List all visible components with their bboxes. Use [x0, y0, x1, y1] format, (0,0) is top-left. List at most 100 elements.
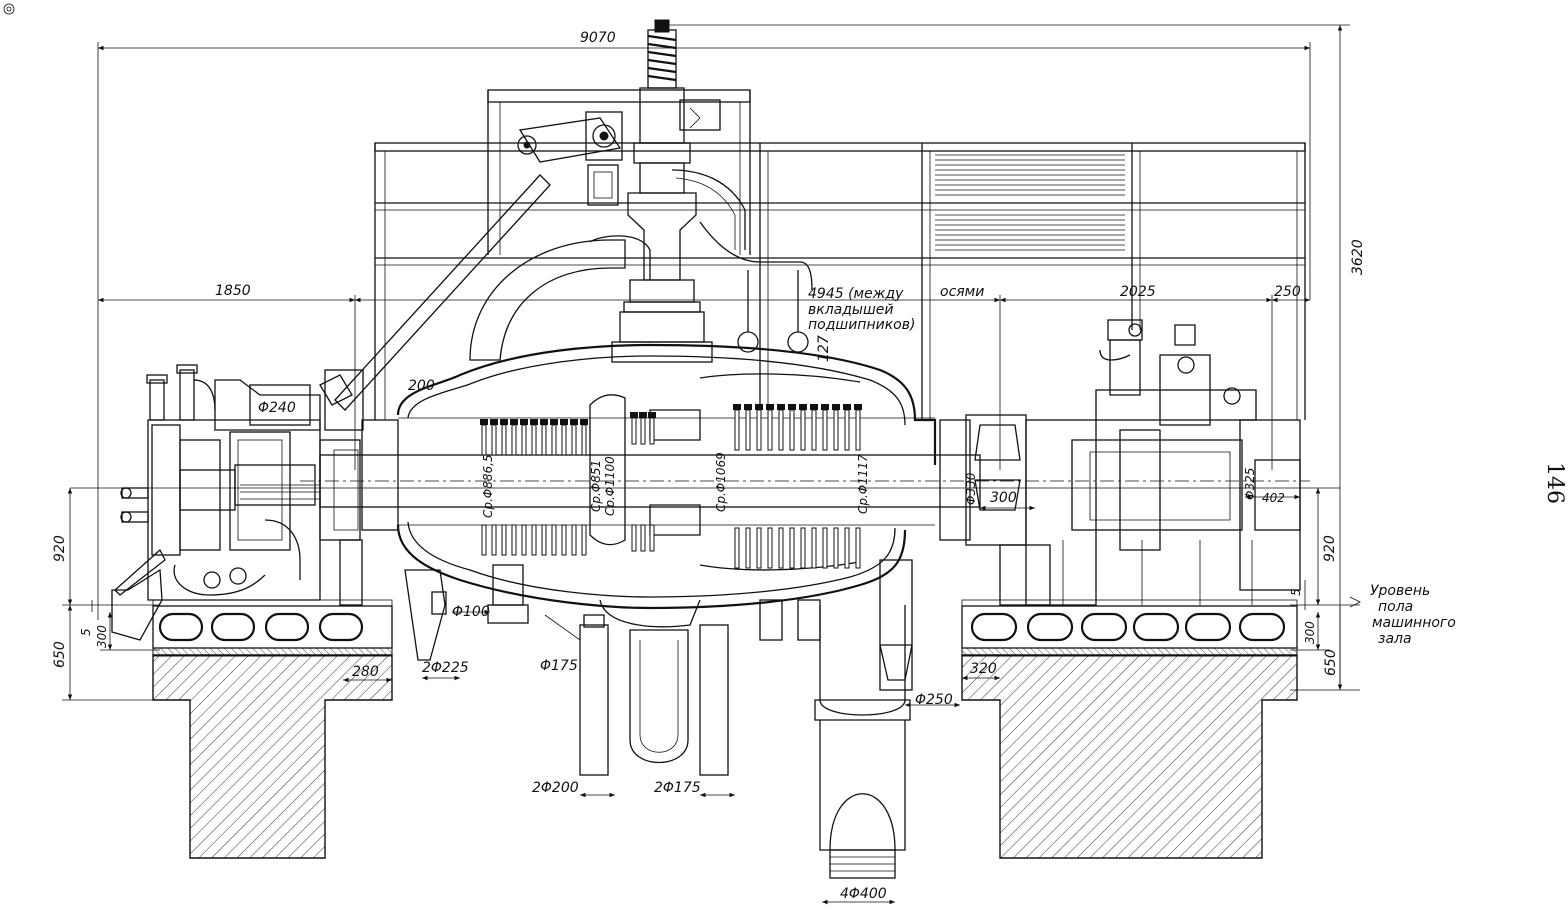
dim-right-300: 300: [1303, 621, 1317, 644]
left-base-frame: [152, 599, 393, 649]
blade-shroud: [520, 419, 528, 425]
dim-phi330: Φ330: [964, 472, 978, 505]
blade-upper: [561, 424, 567, 456]
blade-upper: [531, 424, 537, 456]
floor-level-line3: машинного: [1372, 615, 1456, 631]
blade-shroud: [560, 419, 568, 425]
blade-lower: [531, 524, 537, 556]
blade-lower: [844, 527, 850, 569]
blade-upper: [481, 424, 487, 456]
blade-lower: [756, 527, 762, 569]
blade-upper: [833, 409, 839, 451]
blade-lower: [491, 524, 497, 556]
blade-upper: [767, 409, 773, 451]
blade-upper: [649, 417, 655, 445]
blade-upper: [822, 409, 828, 451]
blade-upper: [778, 409, 784, 451]
dim-280: 280: [352, 664, 379, 680]
blade-upper: [800, 409, 806, 451]
dim-phi240: Φ240: [258, 400, 296, 416]
blade-upper: [745, 409, 751, 451]
blade-shroud: [500, 419, 508, 425]
blade-shroud: [832, 404, 840, 410]
blade-lower: [541, 524, 547, 556]
blade-upper: [521, 424, 527, 456]
blade-upper: [640, 417, 646, 445]
blade-lower: [734, 527, 740, 569]
dim-sr-phi1069: Ср.Φ1069: [714, 452, 728, 512]
blade-shroud: [639, 412, 647, 418]
blade-upper: [631, 417, 637, 445]
floor-level-line2: пола: [1378, 599, 1413, 615]
right-base-frame: [961, 599, 1298, 649]
dim-sr-phi886: Ср.Φ886,5: [481, 454, 495, 518]
blade-lower: [822, 527, 828, 569]
blade-lower: [501, 524, 507, 556]
blade-lower: [631, 524, 637, 552]
blade-lower: [581, 524, 587, 556]
dim-3620: 3620: [1350, 239, 1366, 275]
blade-lower: [811, 527, 817, 569]
dim-phi175: Φ175: [540, 658, 578, 674]
blade-shroud: [733, 404, 741, 410]
blade-lower: [640, 524, 646, 552]
turbine-casing: [396, 343, 937, 628]
dim-phi325: Φ325: [1243, 468, 1257, 500]
blade-shroud: [810, 404, 818, 410]
blade-lower: [521, 524, 527, 556]
blade-upper: [501, 424, 507, 456]
blade-upper: [855, 409, 861, 451]
dim-right-5: 5: [1289, 588, 1303, 596]
blade-shroud: [580, 419, 588, 425]
blade-lower: [571, 524, 577, 556]
floor-level-note: Уровень пола машинного зала: [1370, 583, 1456, 647]
blade-shroud: [777, 404, 785, 410]
dim-250: 250: [1274, 284, 1301, 300]
blade-lower: [789, 527, 795, 569]
blade-upper: [551, 424, 557, 456]
dim-sr-phi851: Ср.Φ851: [589, 460, 603, 512]
dim-320: 320: [970, 661, 997, 677]
dim-200: 200: [408, 378, 435, 394]
blade-upper: [734, 409, 740, 451]
blade-shroud: [821, 404, 829, 410]
dim-sr-phi1100: Ср.Φ1100: [603, 456, 617, 516]
dim-4945-line2: вкладышей: [808, 302, 894, 318]
blade-upper: [789, 409, 795, 451]
blade-shroud: [540, 419, 548, 425]
floor-level-line1: Уровень: [1370, 583, 1430, 599]
dim-right-920: 920: [1322, 535, 1338, 562]
dim-left-5: 5: [79, 628, 93, 636]
blade-upper: [811, 409, 817, 451]
blade-upper: [541, 424, 547, 456]
blade-shroud: [510, 419, 518, 425]
dim-phi100: Φ100: [452, 604, 490, 620]
front-bearing-block: [111, 364, 321, 641]
floor-level-line4: зала: [1378, 631, 1412, 647]
rear-bearing-block: [939, 319, 1301, 606]
blade-lower: [511, 524, 517, 556]
dim-300: 300: [990, 490, 1017, 506]
blade-shroud: [799, 404, 807, 410]
dim-phi250: Φ250: [915, 692, 953, 708]
dim-2phi225: 2Φ225: [422, 660, 469, 676]
dim-2025: 2025: [1120, 284, 1156, 300]
dim-left-650: 650: [52, 641, 68, 668]
blade-upper: [756, 409, 762, 451]
blade-shroud: [630, 412, 638, 418]
blade-lower: [778, 527, 784, 569]
dimension-labels: 9070 3620 1850 4945 (между вкладышей под…: [52, 30, 1366, 902]
extraction-pipes: [579, 559, 913, 879]
blade-shroud: [530, 419, 538, 425]
dim-right-650: 650: [1323, 649, 1339, 676]
blade-lower: [800, 527, 806, 569]
dim-9070: 9070: [580, 30, 616, 46]
blade-shroud: [788, 404, 796, 410]
blade-shroud: [570, 419, 578, 425]
blade-lower: [855, 527, 861, 569]
blade-shroud: [744, 404, 752, 410]
dim-4945-line1: 4945 (между: [808, 286, 904, 302]
blade-shroud: [648, 412, 656, 418]
left-gland-housing: [319, 369, 447, 661]
dim-402: 402: [1262, 491, 1285, 505]
